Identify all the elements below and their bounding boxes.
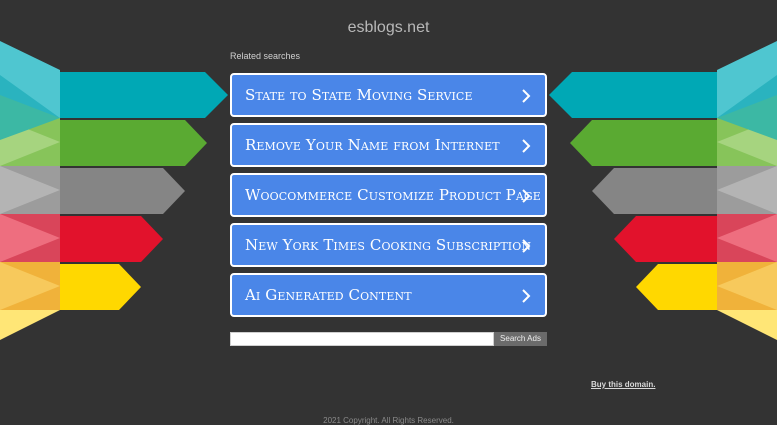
copyright-text: 2021 Copyright. All Rights Reserved. [323, 416, 454, 425]
left-stripes [0, 41, 228, 340]
buy-domain-link[interactable]: Buy this domain. [591, 380, 656, 389]
related-search-link-label: State to State Moving Service [245, 86, 473, 104]
related-search-link-label: Remove Your Name from Internet [245, 136, 500, 154]
chevron-right-icon [522, 239, 531, 253]
related-search-link-label: Woocommerce Customize Product Page [245, 186, 541, 204]
chevron-right-icon [522, 89, 531, 103]
search-bar: Search Ads [230, 332, 547, 346]
related-search-list: State to State Moving Service Remove You… [230, 73, 547, 323]
domain-title: esblogs.net [347, 19, 430, 36]
chevron-right-icon [522, 289, 531, 303]
related-search-link-5[interactable]: Ai Generated Content [230, 273, 547, 317]
related-search-link-4[interactable]: New York Times Cooking Subscription [230, 223, 547, 267]
related-searches-label: Related searches [230, 51, 301, 61]
related-search-link-2[interactable]: Remove Your Name from Internet [230, 123, 547, 167]
search-input[interactable] [230, 332, 494, 346]
related-search-link-3[interactable]: Woocommerce Customize Product Page [230, 173, 547, 217]
chevron-right-icon [522, 139, 531, 153]
related-search-link-label: Ai Generated Content [245, 286, 412, 304]
chevron-right-icon [522, 189, 531, 203]
right-stripes [549, 41, 777, 340]
related-search-link-1[interactable]: State to State Moving Service [230, 73, 547, 117]
search-ads-button[interactable]: Search Ads [494, 332, 547, 346]
related-search-link-label: New York Times Cooking Subscription [245, 236, 532, 254]
